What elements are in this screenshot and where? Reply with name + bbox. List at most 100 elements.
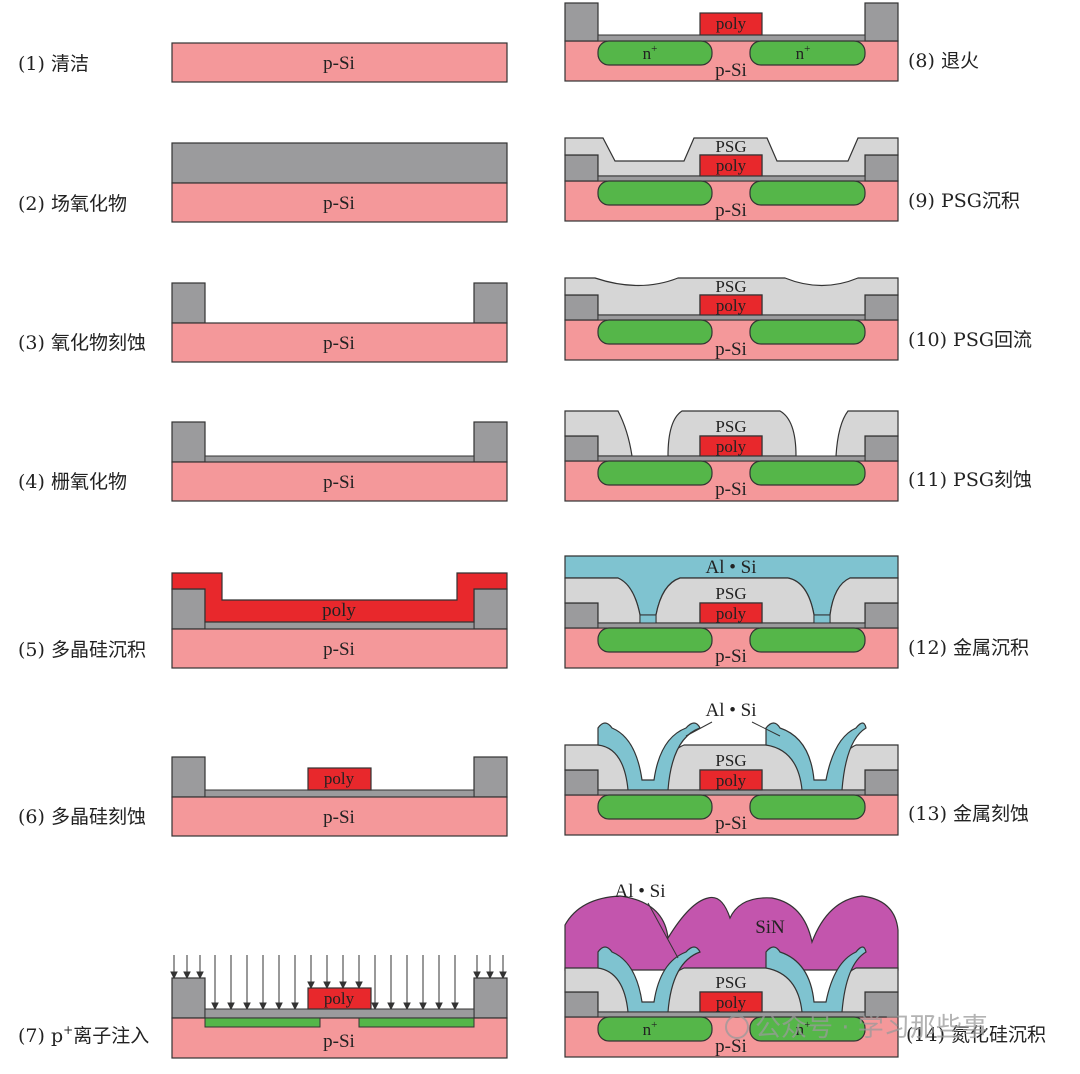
substrate-label: p-Si — [323, 1031, 355, 1052]
n-plus-region-left — [597, 794, 713, 820]
p-si-substrate — [171, 628, 508, 669]
step-label: (12) 金属沉积 — [908, 637, 1029, 659]
implant-arrowhead — [451, 1002, 459, 1011]
p-si-substrate — [171, 42, 508, 83]
implant-arrowhead — [211, 1002, 219, 1011]
p-si-substrate — [171, 796, 508, 837]
field-oxide-right — [864, 2, 899, 42]
step-label: (13) 金属刻蚀 — [908, 803, 1029, 825]
implant-arrowhead — [403, 1002, 411, 1011]
step-4-gate-oxide: p-Si (4) 栅氧化物 — [18, 421, 508, 502]
step-label: (11) PSG刻蚀 — [908, 469, 1032, 491]
poly-gate — [307, 767, 372, 791]
step-3-oxide-etch: p-Si (3) 氧化物刻蚀 — [18, 282, 508, 363]
poly-label: poly — [716, 14, 747, 33]
n-plus-region-left — [597, 460, 713, 486]
p-si-substrate — [171, 1017, 508, 1059]
p-si-substrate — [171, 322, 508, 363]
implant-arrowhead — [291, 1002, 299, 1011]
implant-arrowhead — [499, 971, 507, 980]
implant-region-right — [358, 1017, 475, 1028]
field-oxide-right — [864, 991, 899, 1018]
implant-arrowhead — [486, 971, 494, 980]
field-oxide-right — [864, 154, 899, 182]
poly-label: poly — [322, 600, 356, 621]
field-oxide-right — [864, 294, 899, 321]
step-1-clean: p-Si (1) 清洁 — [18, 42, 508, 83]
n-plus-region-left — [597, 319, 713, 345]
metal-fill-left — [639, 614, 657, 624]
substrate-label: p-Si — [715, 200, 747, 221]
substrate-label: p-Si — [323, 53, 355, 74]
step-label: (2) 场氧化物 — [18, 193, 127, 215]
field-oxide-right — [473, 282, 508, 324]
step-label: (14) 氮化硅沉积 — [906, 1024, 1046, 1046]
poly-label: poly — [716, 296, 747, 315]
psg-right-block — [835, 410, 899, 457]
implant-arrowhead — [196, 971, 204, 980]
poly-label: poly — [324, 989, 355, 1008]
field-oxide-left — [564, 154, 599, 182]
step-label: (1) 清洁 — [18, 53, 89, 75]
step-10-psg-reflow: PSG poly p-Si (10) PSG回流 — [564, 277, 1032, 361]
poly-gate — [699, 154, 763, 177]
step-label: (7) p+离子注入 — [18, 1023, 149, 1047]
implant-arrowhead — [339, 981, 347, 990]
implant-arrowhead — [435, 1002, 443, 1011]
watermark-text: 公众号 · 学习那些事 — [755, 1013, 988, 1043]
poly-gate — [699, 435, 763, 457]
field-oxide-right — [864, 435, 899, 462]
n-plus-label-right: n+ — [796, 1019, 811, 1039]
n-plus-region-right — [749, 40, 866, 66]
p-si-substrate — [171, 461, 508, 502]
psg-label: PSG — [715, 584, 746, 603]
implant-arrows — [170, 955, 507, 1011]
step-label: (6) 多晶硅刻蚀 — [18, 806, 146, 828]
field-oxide-left — [564, 2, 599, 42]
watermark: 公众号 · 学习那些事 — [725, 1013, 988, 1043]
implant-arrowhead — [387, 1002, 395, 1011]
gate-oxide — [597, 789, 866, 796]
gate-oxide — [204, 455, 475, 463]
implant-arrowhead — [275, 1002, 283, 1011]
psg-label: PSG — [715, 973, 746, 992]
poly-label: poly — [716, 437, 747, 456]
step-9-psg-deposition: PSG poly p-Si (9) PSG沉积 — [564, 137, 1020, 222]
field-oxide-left — [564, 435, 599, 462]
field-oxide-right — [473, 977, 508, 1019]
metal-leader-left — [685, 721, 713, 737]
poly-label: poly — [716, 993, 747, 1012]
step-11-psg-etch: PSG poly p-Si (11) PSG刻蚀 — [564, 410, 1032, 502]
step-label: (4) 栅氧化物 — [18, 471, 127, 493]
implant-arrowhead — [183, 971, 191, 980]
step-label: (10) PSG回流 — [908, 329, 1032, 351]
substrate-label: p-Si — [323, 472, 355, 493]
field-oxide-left — [564, 769, 599, 796]
gate-oxide — [597, 314, 866, 321]
gate-oxide — [597, 455, 866, 462]
implant-arrowhead — [323, 981, 331, 990]
gate-oxide — [204, 789, 475, 798]
nitride-label: SiN — [755, 917, 785, 938]
nitride-layer — [564, 895, 899, 971]
implant-arrowhead — [355, 981, 363, 990]
poly-gate — [307, 987, 372, 1010]
gate-oxide — [204, 621, 475, 630]
poly-gate — [699, 769, 763, 791]
field-oxide-left — [171, 756, 206, 798]
field-oxide-left — [171, 977, 206, 1019]
implant-arrowhead — [371, 1002, 379, 1011]
poly-gate — [699, 991, 763, 1013]
n-plus-region-left — [597, 180, 713, 206]
field-oxide-right — [473, 421, 508, 463]
step-7-ion-implant: poly p-Si (7) p+离子注入 — [18, 955, 508, 1059]
implant-arrowhead — [307, 981, 315, 990]
p-si-substrate — [171, 182, 508, 223]
n-plus-label-right: n+ — [796, 43, 811, 63]
psg-label: PSG — [715, 137, 746, 156]
step-label: (9) PSG沉积 — [908, 190, 1020, 212]
step-label: (8) 退火 — [908, 50, 979, 72]
n-plus-region-right — [749, 1016, 866, 1042]
n-plus-label-left: n+ — [643, 1019, 658, 1039]
